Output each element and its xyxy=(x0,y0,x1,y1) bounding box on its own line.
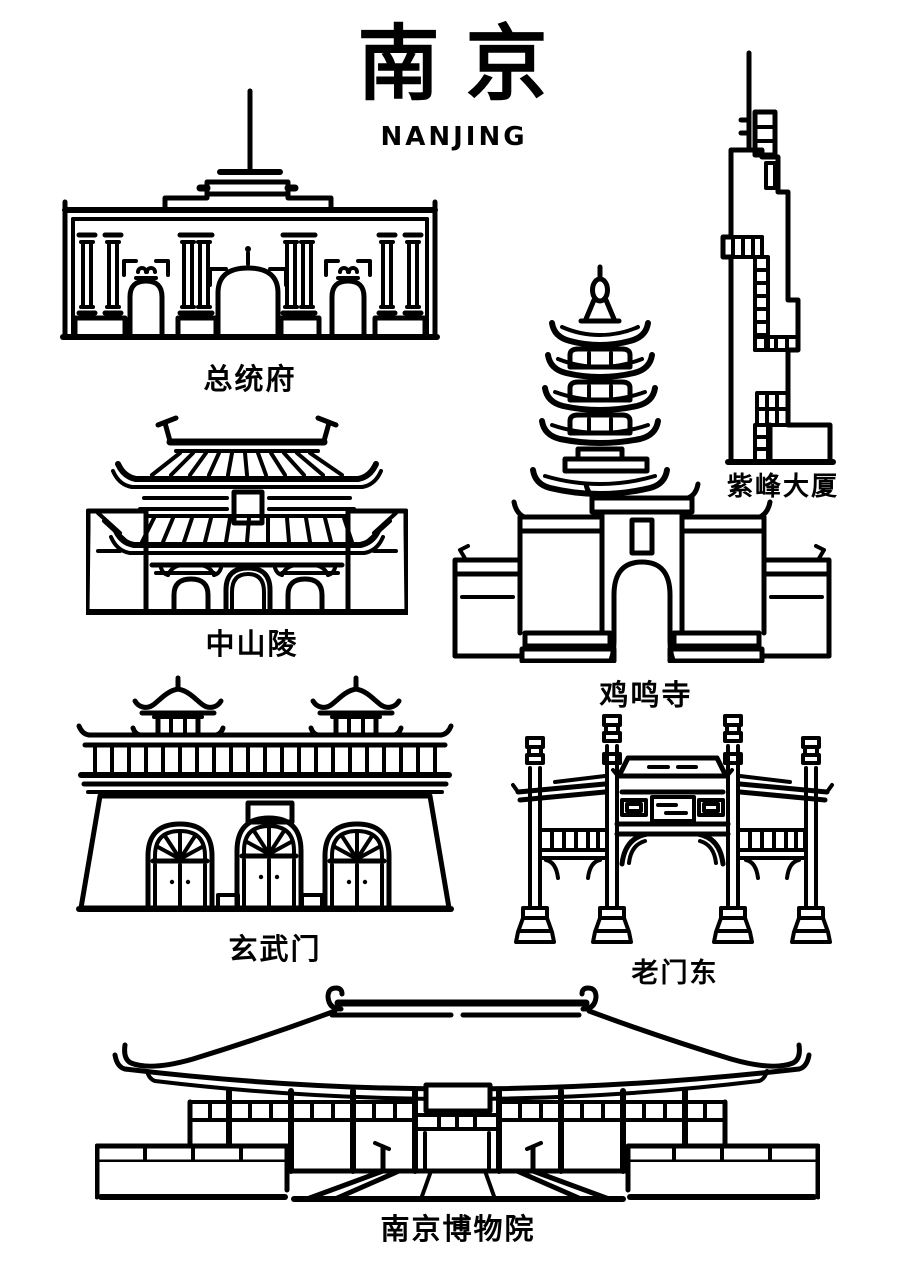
landmark-label-xuanwumen-gate: 玄武门 xyxy=(228,932,322,966)
landmark-label-zifeng-tower: 紫峰大厦 xyxy=(726,472,840,502)
jiming-temple-illustration xyxy=(452,264,832,663)
landmark-label-jiming-temple: 鸡鸣寺 xyxy=(599,678,693,712)
landmark-label-sun-yat-sen-mausoleum: 中山陵 xyxy=(205,627,299,661)
landmark-label-laomendong: 老门东 xyxy=(631,958,719,989)
nanjing-museum-illustration xyxy=(95,985,820,1202)
laomendong-illustration xyxy=(511,714,834,944)
landmark-label-presidential-palace: 总统府 xyxy=(203,362,297,396)
zifeng-tower-illustration xyxy=(720,50,836,465)
sun-yat-sen-mausoleum-illustration xyxy=(86,415,408,615)
poster-subtitle: NANJING xyxy=(380,122,528,152)
xuanwumen-gate-illustration xyxy=(76,675,454,912)
presidential-palace-illustration xyxy=(60,88,440,340)
landmark-label-nanjing-museum: 南京博物院 xyxy=(380,1212,536,1246)
poster-title: 南京 xyxy=(357,17,574,112)
